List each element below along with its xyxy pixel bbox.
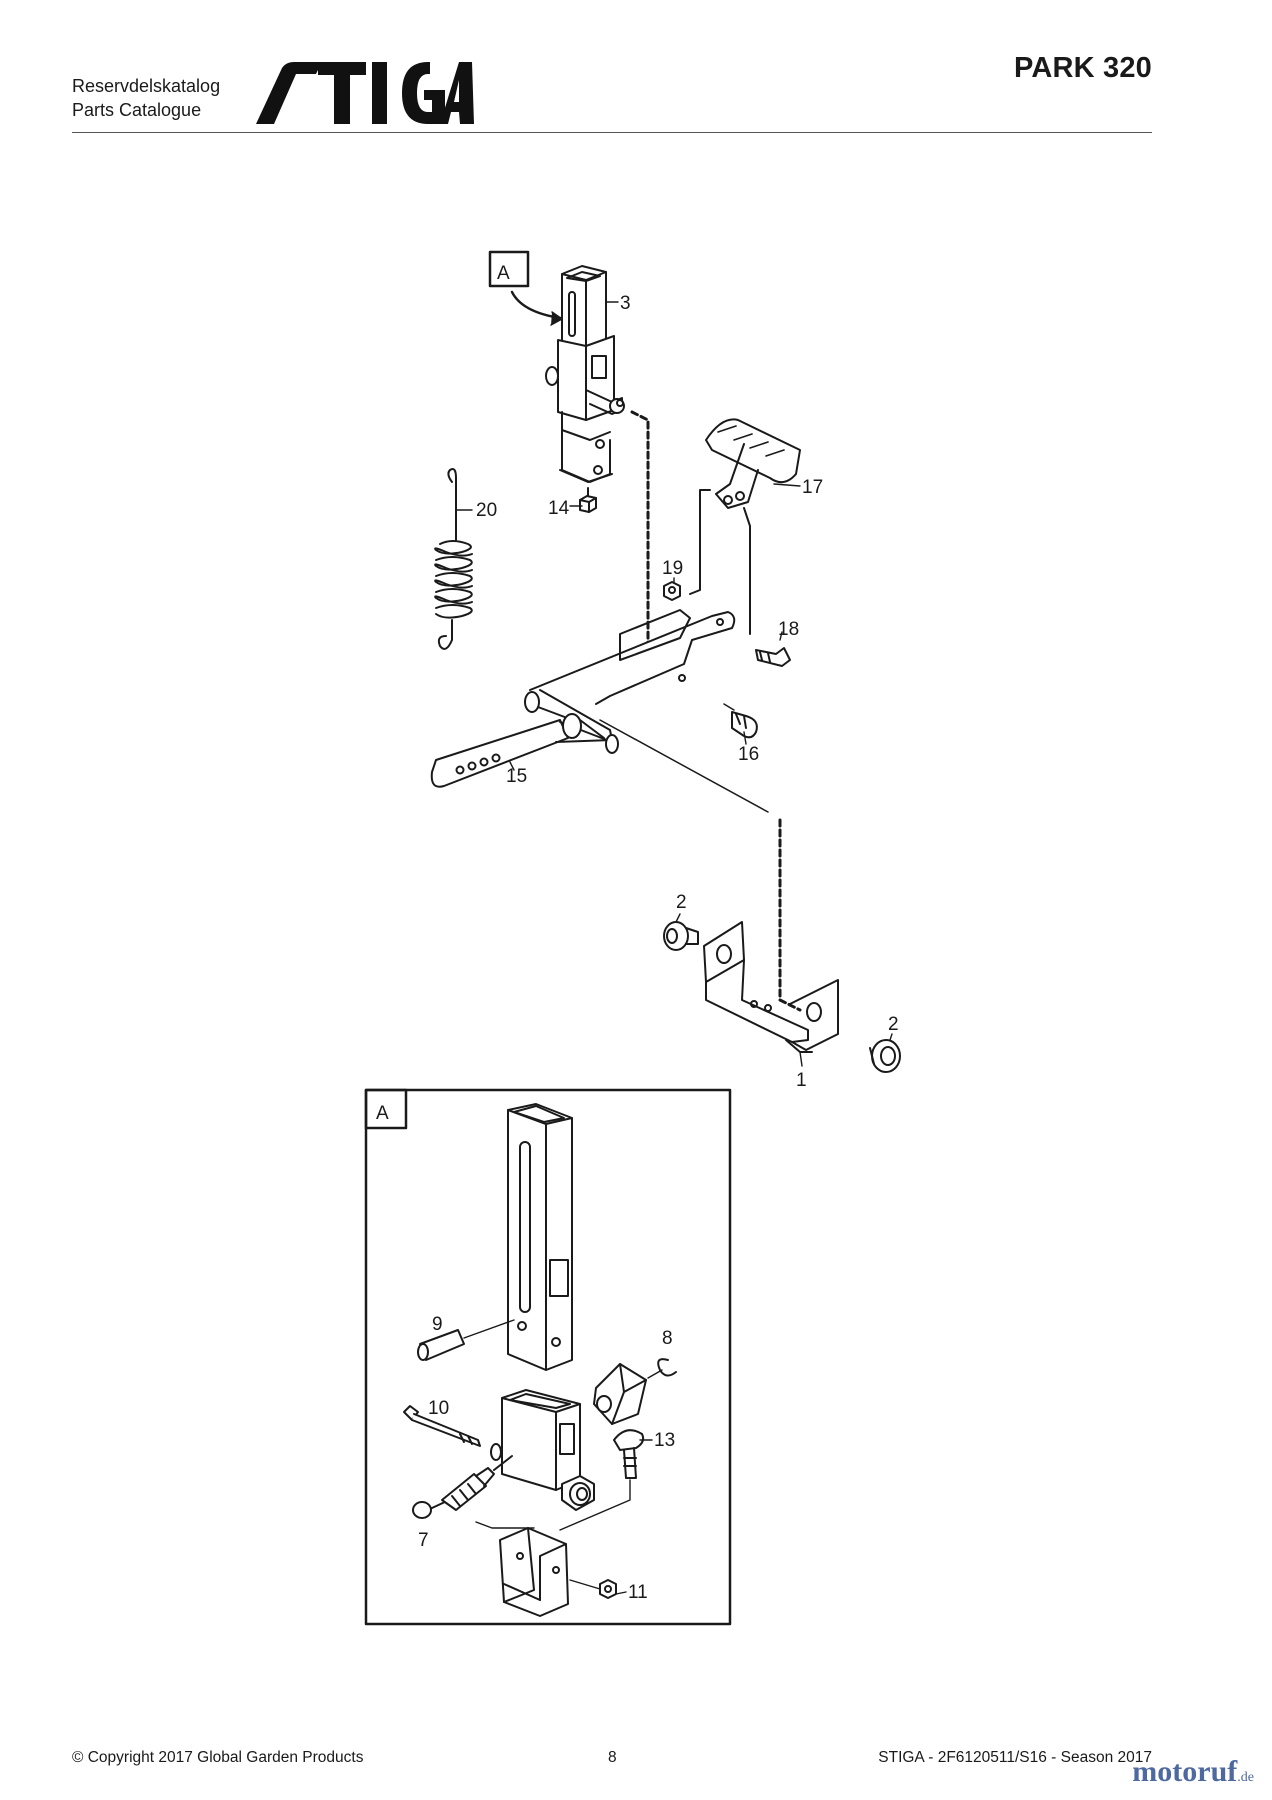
label-part-8: 8	[662, 1328, 673, 1349]
footer-document-reference: STIGA - 2F6120511/S16 - Season 2017	[878, 1749, 1152, 1766]
callout-label-detail: A	[376, 1103, 389, 1124]
footer-copyright: © Copyright 2017 Global Garden Products	[72, 1749, 364, 1766]
label-part-18: 18	[778, 619, 799, 640]
label-part-15: 15	[506, 766, 527, 787]
assembly-guide-lines	[630, 410, 802, 1012]
detail-lower-block	[490, 1389, 595, 1511]
part-8-circlip	[657, 1358, 677, 1377]
spring-plunger	[441, 1455, 513, 1511]
detail-u-bracket	[499, 1527, 569, 1617]
label-part-2-left: 2	[676, 892, 687, 913]
part-17-pedal-pad	[689, 418, 801, 635]
part-2-bushing-left	[663, 921, 699, 951]
detail-box-a	[364, 1088, 732, 1626]
part-8-slide-block	[593, 1363, 647, 1425]
model-name: PARK 320	[1013, 52, 1152, 84]
watermark-text: motoruf	[1132, 1755, 1238, 1788]
part-10-long-bolt	[403, 1405, 481, 1447]
detail-upper-tube	[507, 1103, 573, 1371]
label-part-17: 17	[802, 477, 823, 498]
header-divider	[72, 132, 1152, 133]
pedal-lever-bracket	[529, 609, 736, 705]
callout-box-main	[488, 250, 563, 326]
part-19-nut	[663, 581, 681, 601]
part-11-nut	[599, 1579, 617, 1599]
footer-page-number: 8	[608, 1749, 617, 1766]
pivot-tube	[524, 691, 619, 754]
label-part-7: 7	[418, 1530, 429, 1551]
label-part-11: 11	[628, 1582, 648, 1603]
label-part-20: 20	[476, 500, 497, 521]
label-part-3: 3	[620, 293, 631, 314]
watermark-suffix: .de	[1237, 1770, 1254, 1785]
part-14-nut	[579, 487, 597, 513]
stiga-logo	[256, 62, 474, 124]
catalog-title-english: Parts Catalogue	[72, 100, 202, 120]
callout-label-main: A	[497, 263, 510, 284]
part-2-bushing-right	[869, 1039, 901, 1073]
leader-lines	[455, 301, 893, 1067]
part-18-bolt	[755, 647, 791, 667]
catalog-title-swedish: Reservdelskatalog	[72, 76, 221, 96]
part-1-mounting-bracket	[703, 921, 839, 1053]
part-20-spring	[434, 468, 473, 650]
part-3-shaft-assembly	[545, 265, 625, 483]
label-part-19: 19	[662, 558, 683, 579]
label-part-14: 14	[548, 498, 570, 519]
watermark-logo: motoruf.de	[1132, 1755, 1254, 1789]
label-part-10: 10	[428, 1398, 449, 1419]
label-part-13: 13	[654, 1430, 675, 1451]
catalog-title: Reservdelskatalog Parts Catalogue	[72, 74, 220, 122]
detail-guide-lines	[475, 1369, 663, 1595]
label-part-1: 1	[796, 1070, 807, 1091]
label-part-9: 9	[432, 1314, 443, 1335]
label-part-2-right: 2	[888, 1014, 899, 1035]
part-9-pin	[417, 1319, 515, 1361]
label-part-16: 16	[738, 744, 759, 765]
part-13-carriage-bolt	[613, 1429, 645, 1479]
part-16-bolt	[723, 703, 758, 739]
